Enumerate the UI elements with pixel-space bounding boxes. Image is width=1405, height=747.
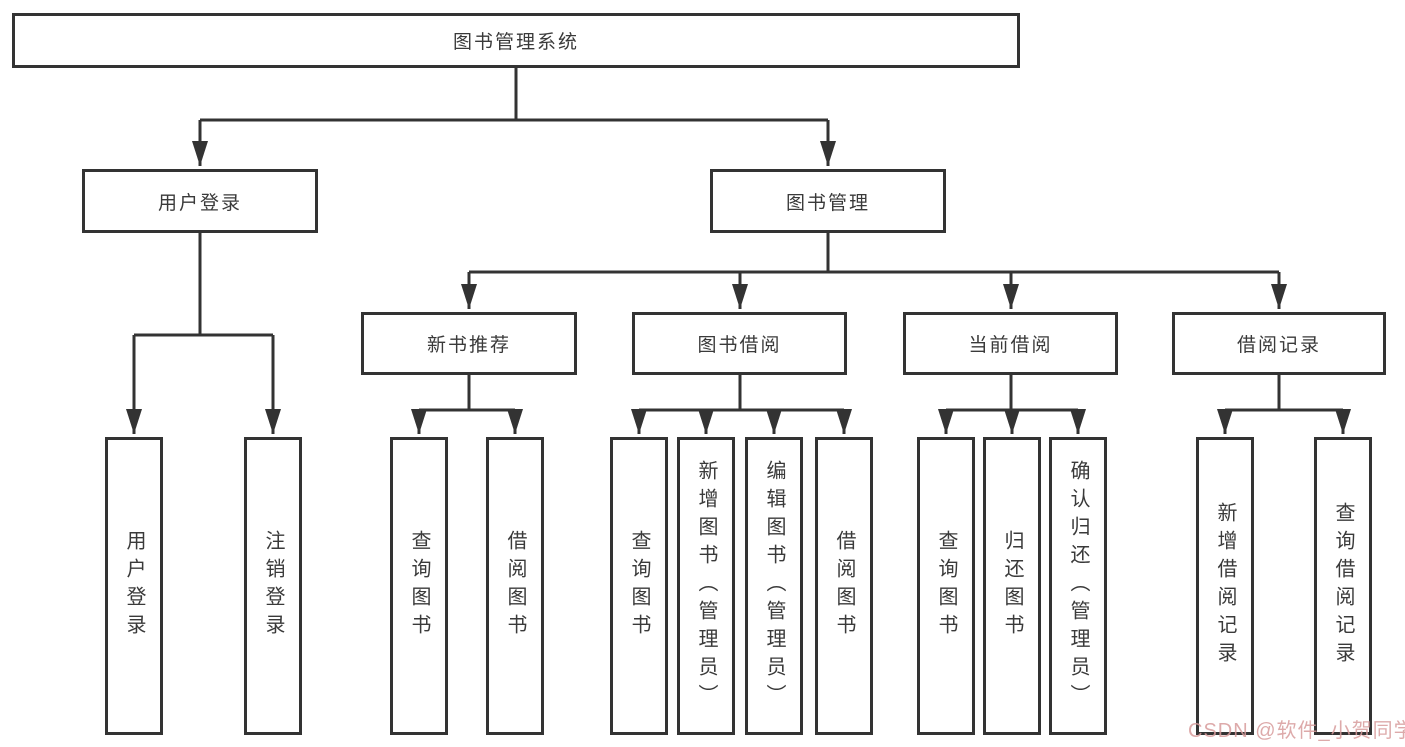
leaf-user-login: 用户登录 <box>105 437 163 735</box>
leaf-borrow-borrow-label: 借阅图书 <box>833 530 855 642</box>
leaf-logout: 注销登录 <box>244 437 302 735</box>
leaf-borrow-edit-admin: 编辑图书（管理员） <box>745 437 803 735</box>
leaf-newbook-borrow: 借阅图书 <box>486 437 544 735</box>
leaf-newbook-query: 查询图书 <box>390 437 448 735</box>
node-borrow-record-label: 借阅记录 <box>1236 335 1321 356</box>
leaf-newbook-query-label: 查询图书 <box>408 530 430 642</box>
node-book-management: 图书管理 <box>710 169 946 233</box>
leaf-record-query-label: 查询借阅记录 <box>1332 502 1354 670</box>
node-user-login: 用户登录 <box>82 169 318 233</box>
leaf-user-login-label: 用户登录 <box>123 530 145 642</box>
leaf-borrow-query-label: 查询图书 <box>628 530 650 642</box>
leaf-current-confirm-admin-label: 确认归还（管理员） <box>1067 460 1089 712</box>
node-book-borrow: 图书借阅 <box>632 312 847 375</box>
leaf-record-add-label: 新增借阅记录 <box>1214 502 1236 670</box>
leaf-current-return-label: 归还图书 <box>1001 530 1023 642</box>
leaf-current-query-label: 查询图书 <box>935 530 957 642</box>
leaf-record-add: 新增借阅记录 <box>1196 437 1254 735</box>
leaf-current-confirm-admin: 确认归还（管理员） <box>1049 437 1107 735</box>
leaf-newbook-borrow-label: 借阅图书 <box>504 530 526 642</box>
node-book-management-label: 图书管理 <box>785 192 870 214</box>
leaf-borrow-edit-admin-label: 编辑图书（管理员） <box>763 460 785 712</box>
node-user-login-label: 用户登录 <box>157 192 242 214</box>
leaf-borrow-borrow: 借阅图书 <box>815 437 873 735</box>
node-new-book-recommend: 新书推荐 <box>361 312 577 375</box>
node-new-book-recommend-label: 新书推荐 <box>426 335 511 356</box>
node-current-borrow-label: 当前借阅 <box>968 335 1053 356</box>
leaf-current-return: 归还图书 <box>983 437 1041 735</box>
leaf-current-query: 查询图书 <box>917 437 975 735</box>
leaf-logout-label: 注销登录 <box>262 530 284 642</box>
leaf-record-query: 查询借阅记录 <box>1314 437 1372 735</box>
leaf-borrow-add-admin: 新增图书（管理员） <box>677 437 735 735</box>
node-library-system-label: 图书管理系统 <box>452 32 579 53</box>
node-library-system: 图书管理系统 <box>12 13 1020 68</box>
node-book-borrow-label: 图书借阅 <box>697 335 782 356</box>
watermark: CSDN @软件_小贺同学 <box>1188 720 1405 742</box>
leaf-borrow-add-admin-label: 新增图书（管理员） <box>695 460 717 712</box>
node-borrow-record: 借阅记录 <box>1172 312 1386 375</box>
leaf-borrow-query: 查询图书 <box>610 437 668 735</box>
node-current-borrow: 当前借阅 <box>903 312 1118 375</box>
